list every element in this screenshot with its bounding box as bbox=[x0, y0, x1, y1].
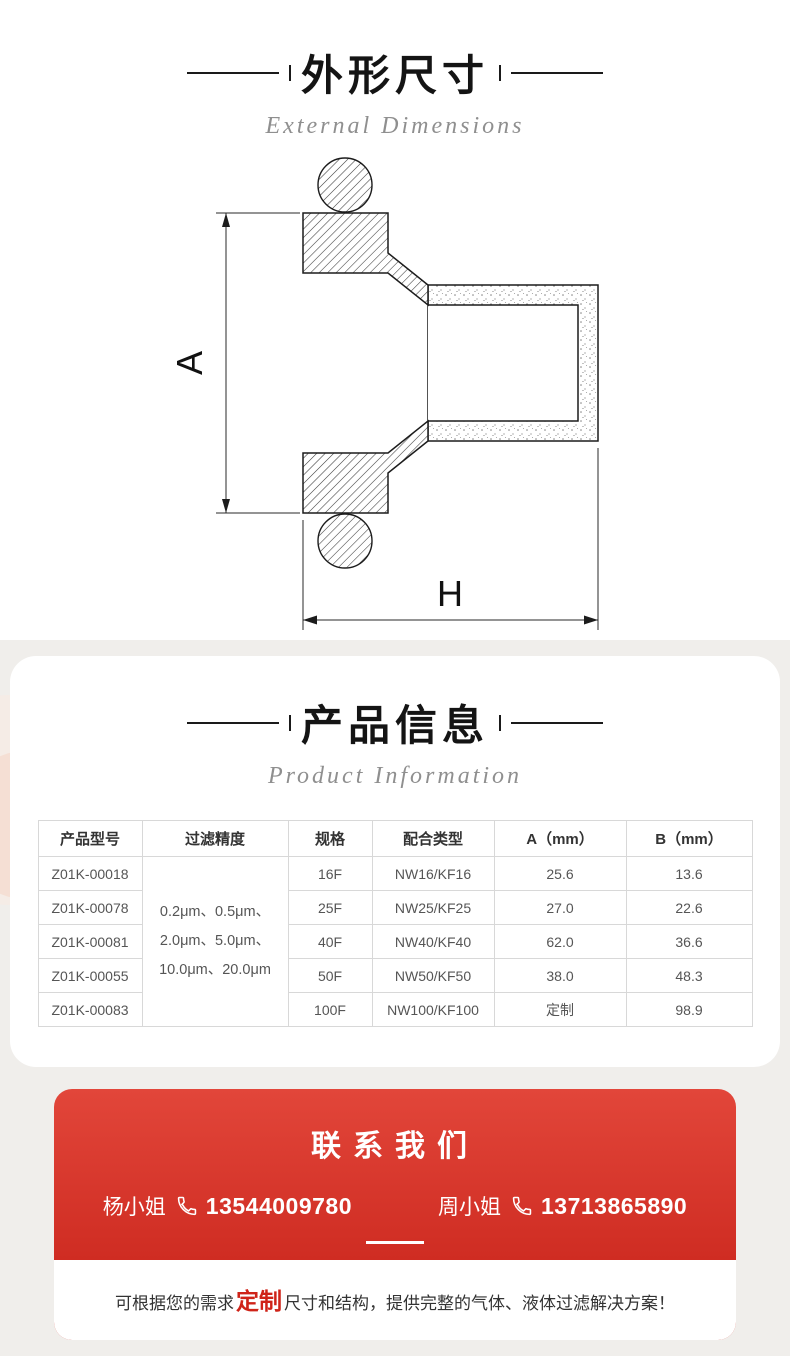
product-info-card: 产品信息 Product Information 产品型号 过滤精度 规格 配合… bbox=[10, 656, 780, 1067]
title-deco-right bbox=[489, 714, 603, 731]
contact-item: 杨小姐 13544009780 bbox=[103, 1191, 352, 1221]
cell-model: Z01K-00083 bbox=[37, 992, 143, 1027]
title-deco-left bbox=[186, 64, 301, 81]
contact-name: 周小姐 bbox=[438, 1196, 501, 1219]
cell-mate: NW50/KF50 bbox=[371, 958, 495, 993]
divider bbox=[366, 1241, 424, 1244]
cell-a: 27.0 bbox=[493, 890, 627, 925]
dimensions-section: 外形尺寸 External Dimensions bbox=[0, 0, 790, 640]
table-row: Z01K-00081 40F NW40/KF40 62.0 36.6 bbox=[37, 924, 753, 959]
cell-a: 62.0 bbox=[493, 924, 627, 959]
customization-note: 可根据您的需求定制尺寸和结构，提供完整的气体、液体过滤解决方案！ bbox=[68, 1282, 722, 1316]
note-suffix: 尺寸和结构，提供完整的气体、液体过滤解决方案！ bbox=[284, 1294, 675, 1313]
o-ring-top bbox=[317, 157, 373, 213]
phone-icon bbox=[177, 1196, 197, 1216]
col-header-model: 产品型号 bbox=[37, 820, 143, 857]
cell-mate: NW16/KF16 bbox=[371, 856, 495, 891]
arrow-a-bottom bbox=[222, 499, 230, 513]
cell-b: 36.6 bbox=[625, 924, 753, 959]
table-header-row: 产品型号 过滤精度 规格 配合类型 A（mm） B（mm） bbox=[37, 820, 753, 857]
contact-top: 联系我们 杨小姐 13544009780 周小姐 137 bbox=[54, 1089, 736, 1244]
col-header-spec: 规格 bbox=[287, 820, 373, 857]
cell-spec: 100F bbox=[287, 992, 373, 1027]
phone-icon bbox=[512, 1196, 532, 1216]
note-prefix: 可根据您的需求 bbox=[115, 1294, 234, 1313]
flange-lower bbox=[302, 419, 429, 514]
cell-spec: 40F bbox=[287, 924, 373, 959]
contact-name: 杨小姐 bbox=[102, 1196, 166, 1219]
cell-model: Z01K-00018 bbox=[37, 856, 143, 891]
contact-bottom: 可根据您的需求定制尺寸和结构，提供完整的气体、液体过滤解决方案！ bbox=[54, 1260, 736, 1340]
contact-phone: 13544009780 bbox=[205, 1192, 352, 1219]
dim-a-label: A bbox=[169, 351, 210, 375]
cell-spec: 50F bbox=[287, 958, 373, 993]
product-header: 产品信息 Product Information bbox=[10, 692, 780, 790]
table-row: Z01K-00055 50F NW50/KF50 38.0 48.3 bbox=[37, 958, 753, 993]
col-header-precision: 过滤精度 bbox=[141, 820, 289, 857]
cell-spec: 16F bbox=[287, 856, 373, 891]
col-header-b: B（mm） bbox=[625, 820, 753, 857]
cell-model: Z01K-00078 bbox=[37, 890, 143, 925]
cell-a: 定制 bbox=[493, 992, 627, 1027]
arrow-a-top bbox=[222, 213, 230, 227]
product-table: 产品型号 过滤精度 规格 配合类型 A（mm） B（mm） Z01K-00018… bbox=[37, 820, 753, 1027]
col-header-a: A（mm） bbox=[493, 820, 627, 857]
dimensions-title: 外形尺寸 bbox=[300, 52, 489, 99]
contact-phone: 13713865890 bbox=[541, 1192, 688, 1219]
flange-upper bbox=[302, 212, 429, 307]
table-row: Z01K-00078 25F NW25/KF25 27.0 22.6 bbox=[37, 890, 753, 925]
cell-b: 13.6 bbox=[625, 856, 753, 891]
table-row: Z01K-00083 100F NW100/KF100 定制 98.9 bbox=[37, 992, 753, 1027]
dimensions-subtitle: External Dimensions bbox=[265, 113, 525, 139]
arrow-h-left bbox=[303, 615, 317, 625]
contact-card: 联系我们 杨小姐 13544009780 周小姐 137 bbox=[54, 1089, 736, 1340]
arrow-h-right bbox=[584, 615, 598, 625]
cell-mate: NW25/KF25 bbox=[371, 890, 495, 925]
cell-model: Z01K-00055 bbox=[37, 958, 143, 993]
cell-b: 22.6 bbox=[625, 890, 753, 925]
title-deco-right bbox=[489, 64, 603, 81]
product-subtitle: Product Information bbox=[267, 763, 523, 789]
cell-b: 98.9 bbox=[625, 992, 753, 1027]
cell-mate: NW40/KF40 bbox=[371, 924, 495, 959]
cell-spec: 25F bbox=[287, 890, 373, 925]
cell-model: Z01K-00081 bbox=[37, 924, 143, 959]
dimension-h bbox=[302, 448, 599, 630]
contact-row: 杨小姐 13544009780 周小姐 13713865890 bbox=[74, 1191, 716, 1221]
col-header-mate: 配合类型 bbox=[371, 820, 495, 857]
dimension-a bbox=[216, 212, 300, 514]
title-deco-left bbox=[186, 714, 301, 731]
o-ring-bottom bbox=[317, 513, 373, 569]
product-title: 产品信息 bbox=[300, 702, 489, 749]
contact-item: 周小姐 13713865890 bbox=[438, 1191, 687, 1221]
cell-b: 48.3 bbox=[625, 958, 753, 993]
filter-precision-cell: 0.2μm、0.5μm、 2.0μm、5.0μm、 10.0μm、20.0μm bbox=[141, 856, 289, 1027]
product-section: 产品信息 Product Information 产品型号 过滤精度 规格 配合… bbox=[0, 640, 790, 1356]
cell-a: 25.6 bbox=[493, 856, 627, 891]
table-row: Z01K-00018 0.2μm、0.5μm、 2.0μm、5.0μm、 10.… bbox=[37, 856, 753, 1027]
cell-mate: NW100/KF100 bbox=[371, 992, 495, 1027]
contact-title: 联系我们 bbox=[311, 1130, 479, 1163]
dimensions-header: 外形尺寸 External Dimensions bbox=[0, 42, 790, 140]
cell-a: 38.0 bbox=[493, 958, 627, 993]
tube-cavity bbox=[428, 305, 578, 421]
dim-h-label: H bbox=[437, 573, 463, 614]
technical-drawing: A H bbox=[169, 157, 599, 630]
note-highlight: 定制 bbox=[236, 1288, 282, 1314]
